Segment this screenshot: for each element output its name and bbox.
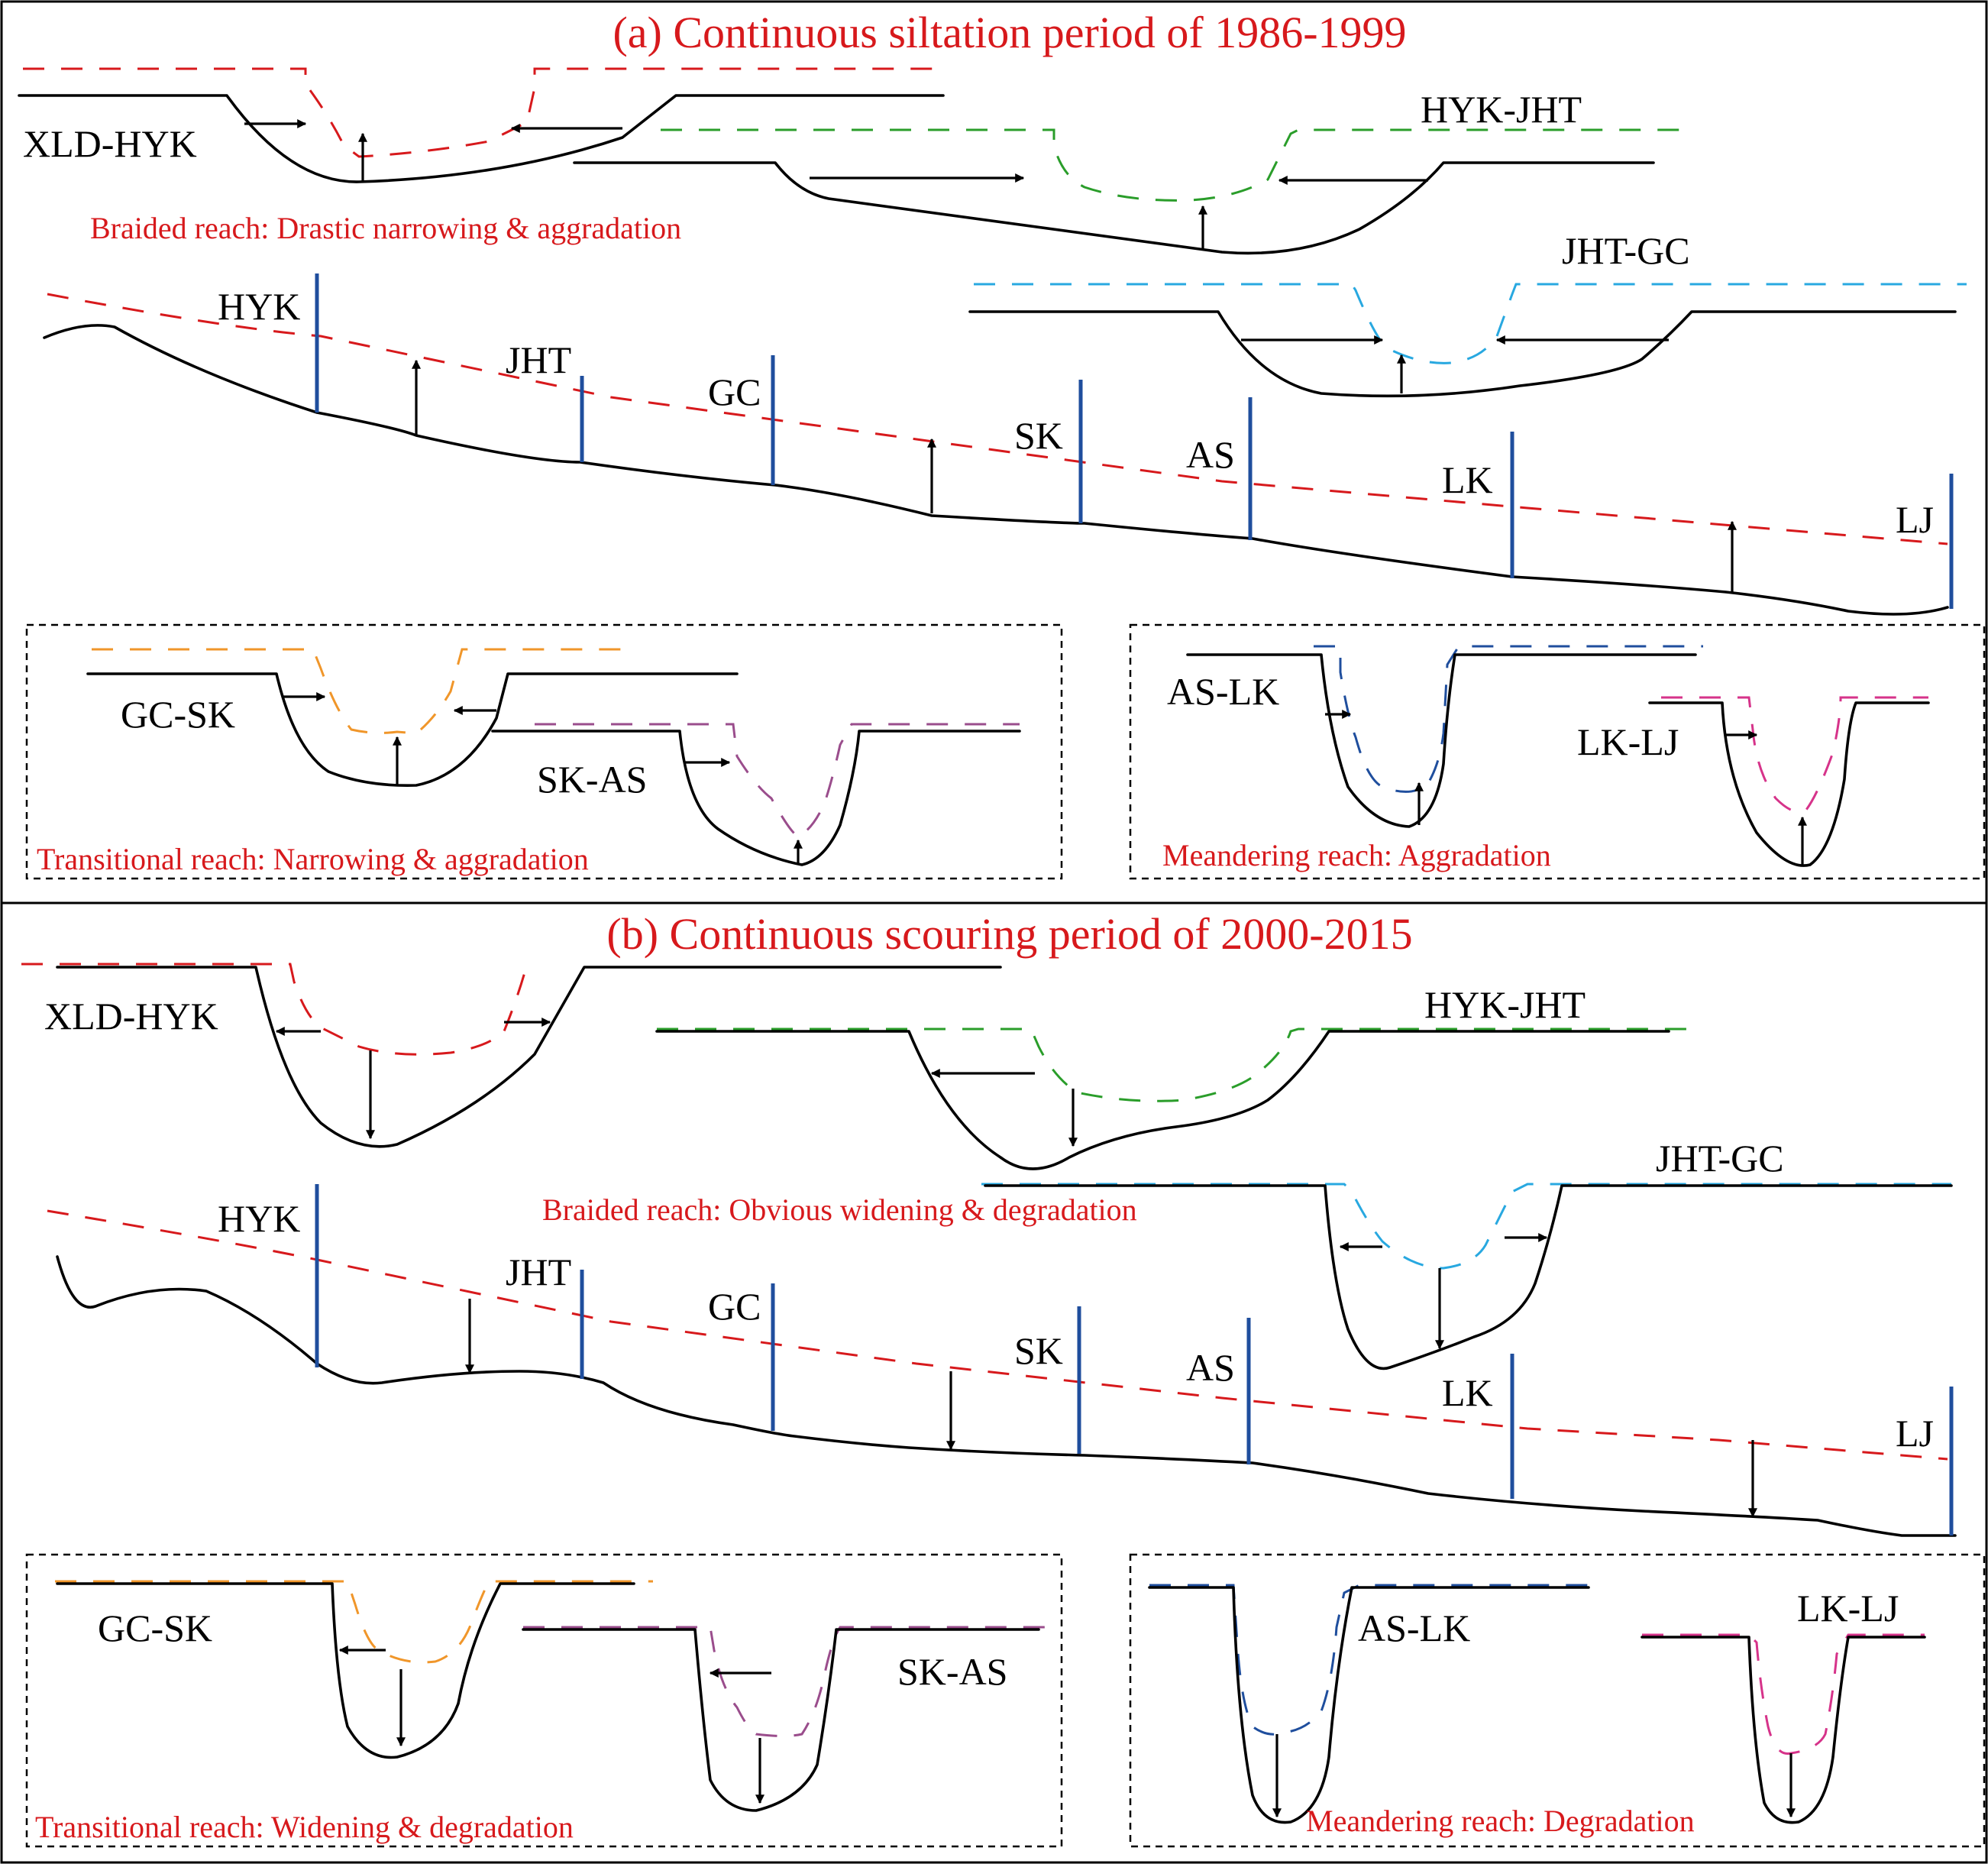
station-label-lk: LK xyxy=(1442,458,1493,501)
cross-section-jht-gc-b: JHT-GC xyxy=(981,1137,1953,1370)
section-label: JHT-GC xyxy=(1562,229,1690,272)
cross-section-xld-hyk-b: XLD-HYK xyxy=(21,963,1002,1148)
station-label-lk: LK xyxy=(1442,1371,1493,1414)
section-label-sk-as: SK-AS xyxy=(897,1650,1007,1693)
panel-b-title: (b) Continuous scouring period of 2000-2… xyxy=(606,909,1412,959)
dashed-frame xyxy=(1129,1553,1986,1848)
section-label-as-lk: AS-LK xyxy=(1358,1607,1470,1649)
section-label-as-lk: AS-LK xyxy=(1167,670,1279,713)
dashed-frame xyxy=(25,623,1063,880)
panel-a-frame xyxy=(0,0,1988,904)
channel-profile-as-lk xyxy=(1148,1586,1590,1824)
channel-profile xyxy=(573,161,1655,255)
channel-profile-lk-lj xyxy=(1641,1636,1926,1824)
dashed-frame xyxy=(25,1553,1063,1848)
longitudinal-profile-b: HYK JHT GC SK AS LK LJ xyxy=(47,1184,1957,1537)
channel-profile xyxy=(984,1184,1953,1370)
station-label-as: AS xyxy=(1186,1346,1235,1389)
channel-profile xyxy=(968,310,1957,398)
channel-profile xyxy=(18,94,945,183)
water-level-line-gc-sk xyxy=(92,648,622,735)
caption-meandering: Meandering reach: Degradation xyxy=(1306,1804,1695,1838)
section-label: JHT-GC xyxy=(1656,1137,1784,1180)
water-level-line xyxy=(21,963,529,1056)
section-label-lk-lj: LK-LJ xyxy=(1797,1587,1899,1629)
water-level-line xyxy=(657,1027,1692,1102)
water-level-line xyxy=(23,67,947,158)
longitudinal-profile: HYK JHT GC SK AS LK LJ xyxy=(43,273,1954,616)
channel-profile-gc-sk xyxy=(56,1582,635,1759)
channel-profile-as-lk xyxy=(1186,653,1697,828)
channel-profile-lk-lj xyxy=(1648,701,1930,867)
water-level-line-sk-as xyxy=(535,723,1020,838)
water-level-line-lk-lj xyxy=(1661,696,1928,814)
dashed-frame xyxy=(1129,623,1986,880)
section-label: HYK-JHT xyxy=(1421,88,1582,131)
station-label-lj: LJ xyxy=(1896,1412,1934,1455)
longitudinal-water-level xyxy=(47,1209,1948,1461)
station-label-gc: GC xyxy=(708,371,761,413)
section-label-gc-sk: GC-SK xyxy=(121,693,235,736)
cross-section-hyk-jht-b: HYK-JHT xyxy=(655,983,1692,1170)
station-label-hyk: HYK xyxy=(218,285,300,328)
cross-section-jht-gc: JHT-GC xyxy=(968,229,1967,398)
panel-a: (a) Continuous siltation period of 1986-… xyxy=(0,0,1988,904)
longitudinal-water-level xyxy=(47,293,1948,545)
section-label-gc-sk: GC-SK xyxy=(98,1607,212,1649)
station-label-lj: LJ xyxy=(1896,498,1934,541)
channel-profile-sk-as xyxy=(522,1628,1040,1812)
transitional-reach-box-b: GC-SK SK-AS Transitional reach: Widening… xyxy=(25,1553,1063,1848)
water-level-line-as-lk xyxy=(1314,645,1703,793)
transitional-reach-box-a: GC-SK SK-AS Transitional reach: Narrowin… xyxy=(25,623,1063,880)
water-level-line-gc-sk xyxy=(55,1580,653,1664)
water-level-line-lk-lj xyxy=(1642,1633,1925,1756)
caption-transitional: Transitional reach: Narrowing & aggradat… xyxy=(37,842,589,876)
water-level-line-as-lk xyxy=(1149,1584,1589,1736)
section-label: XLD-HYK xyxy=(44,995,218,1037)
meandering-reach-box-b: AS-LK LK-LJ Meandering reach: Degradatio… xyxy=(1129,1553,1986,1848)
water-level-line xyxy=(981,1183,1951,1270)
channel-profile xyxy=(655,1030,1670,1170)
caption-transitional: Transitional reach: Widening & degradati… xyxy=(35,1810,574,1844)
station-label-gc: GC xyxy=(708,1285,761,1328)
channel-profile-gc-sk xyxy=(86,672,739,787)
section-label-lk-lj: LK-LJ xyxy=(1577,720,1679,763)
section-label: HYK-JHT xyxy=(1424,983,1586,1026)
section-label: XLD-HYK xyxy=(23,122,197,165)
water-level-line-sk-as xyxy=(523,1626,1058,1737)
water-level-line xyxy=(974,283,1967,364)
station-label-jht: JHT xyxy=(506,1251,571,1293)
station-label-as: AS xyxy=(1186,433,1235,476)
meandering-reach-box-a: AS-LK LK-LJ Meandering reach: Aggradatio… xyxy=(1129,623,1986,880)
cross-section-xld-hyk: XLD-HYK xyxy=(18,67,947,183)
channel-profile-sk-as xyxy=(491,730,1021,866)
longitudinal-bed-profile xyxy=(56,1255,1957,1537)
panel-b-frame xyxy=(0,901,1988,1864)
caption-braided-b: Braided reach: Obvious widening & degrad… xyxy=(542,1193,1137,1227)
station-label-sk: SK xyxy=(1014,414,1063,457)
caption-braided: Braided reach: Drastic narrowing & aggra… xyxy=(90,211,681,245)
longitudinal-bed-profile xyxy=(43,324,1949,616)
channel-profile xyxy=(56,966,1002,1148)
panel-a-title: (a) Continuous siltation period of 1986-… xyxy=(613,8,1406,57)
water-level-line xyxy=(661,128,1692,202)
station-label-sk: SK xyxy=(1014,1329,1063,1372)
section-label-sk-as: SK-AS xyxy=(537,758,647,801)
caption-meandering: Meandering reach: Aggradation xyxy=(1162,838,1551,872)
cross-section-hyk-jht: HYK-JHT xyxy=(573,88,1692,255)
station-label-jht: JHT xyxy=(506,338,571,381)
station-label-hyk: HYK xyxy=(218,1197,300,1240)
panel-b: (b) Continuous scouring period of 2000-2… xyxy=(0,901,1988,1864)
